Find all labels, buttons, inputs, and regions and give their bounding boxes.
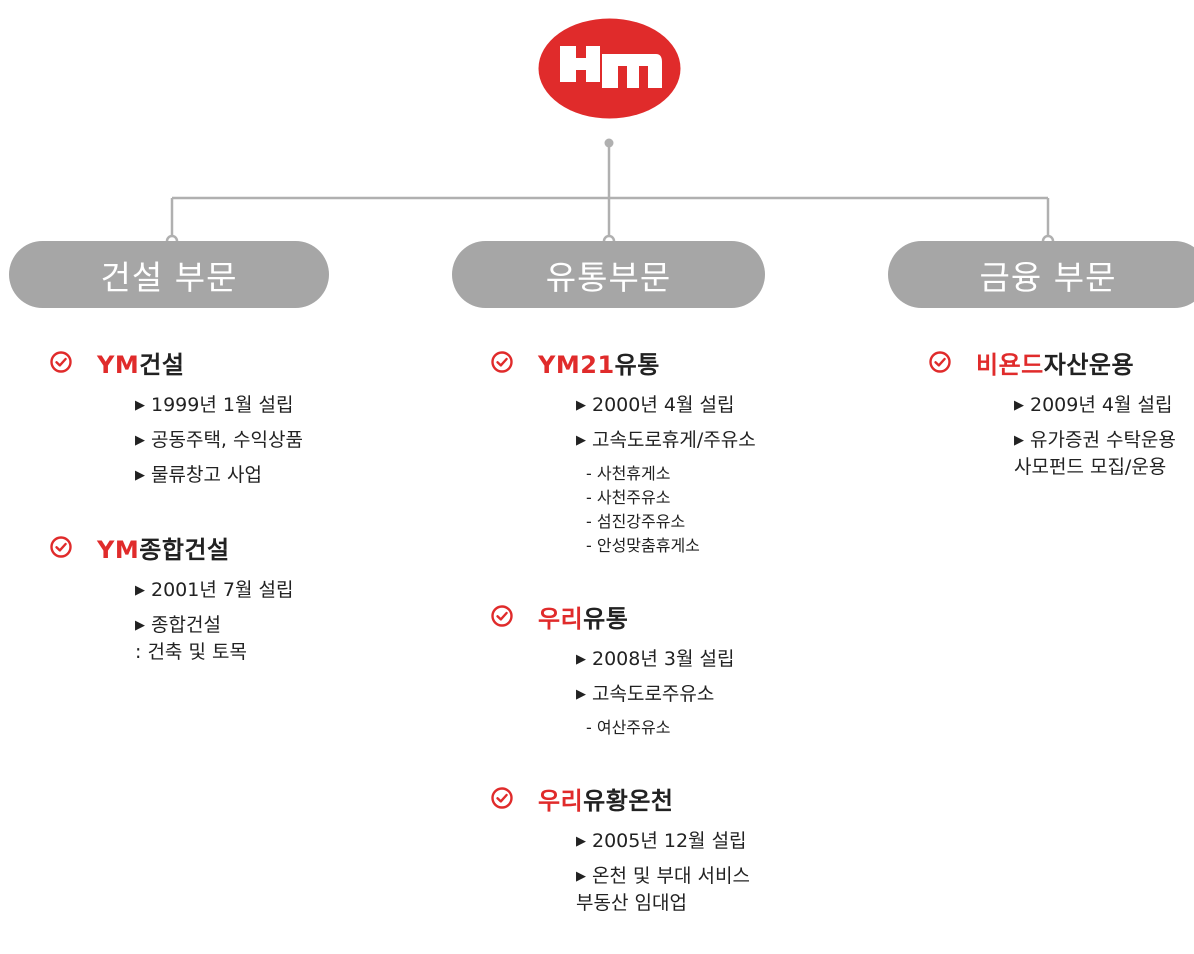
detail-item: ▶ 종합건설 : 건축 및 토목 [135, 612, 303, 665]
detail-item: ▶ 고속도로주유소 [576, 681, 756, 708]
company-header: 비욘드자산운용 [928, 342, 1176, 382]
division-construction: 건설 부문 [9, 241, 329, 308]
detail-continuation: 사모펀드 모집/운용 [1014, 456, 1167, 478]
company-header: 우리유황온천 [490, 778, 756, 818]
connector-node-top [604, 138, 614, 148]
company-block: 우리유통 ▶ 2008년 3월 설립 ▶ 고속도로주유소 - 여산주유소 [490, 596, 756, 740]
sub-item: - 여산주유소 [586, 718, 671, 737]
detail-continuation: 부동산 임대업 [576, 892, 687, 914]
company-name-accent: 우리 [538, 786, 584, 815]
company-name: YM21유통 [538, 345, 660, 380]
detail-item: ▶ 물류창고 사업 [135, 462, 303, 489]
detail-item: ▶ 2008년 3월 설립 [576, 646, 756, 673]
triangle-bullet-icon: ▶ [135, 433, 145, 448]
company-name-rest: 유통 [583, 604, 629, 633]
check-circle-icon [490, 350, 514, 374]
triangle-bullet-icon: ▶ [135, 398, 145, 413]
triangle-bullet-icon: ▶ [576, 834, 586, 849]
detail-text: 유가증권 수탁운용 [1030, 429, 1176, 451]
division-distribution: 유통부문 [452, 241, 765, 308]
ym-logo [538, 18, 681, 119]
company-name-rest: 유황온천 [583, 786, 674, 815]
triangle-bullet-icon: ▶ [576, 398, 586, 413]
company-header: YM건설 [49, 342, 303, 382]
check-circle-icon [49, 350, 73, 374]
column-distribution: YM21유통▶2000년 4월 설립▶고속도로휴게/주유소- 사천휴게소- 사천… [490, 342, 756, 954]
detail-item: ▶ 2009년 4월 설립 [1014, 392, 1176, 419]
detail-text: 2008년 3월 설립 [592, 648, 735, 670]
detail-text: 물류창고 사업 [151, 464, 262, 486]
triangle-bullet-icon: ▶ [1014, 433, 1024, 448]
detail-text: 2005년 12월 설립 [592, 830, 747, 852]
detail-item: ▶ 2000년 4월 설립 [576, 392, 756, 419]
triangle-bullet-icon: ▶ [135, 618, 145, 633]
detail-item: ▶ 2001년 7월 설립 [135, 577, 303, 604]
check-circle-icon [490, 786, 514, 810]
company-header: YM종합건설 [49, 527, 303, 567]
company-details: ▶ 2000년 4월 설립 ▶ 고속도로휴게/주유소 - 사천휴게소 - 사천주유소 - 섬… [576, 392, 756, 558]
company-details: ▶ 1999년 1월 설립 ▶ 공동주택, 수익상품 ▶ 물류창고 사업 [135, 392, 303, 489]
detail-text: 종합건설 [151, 614, 221, 636]
company-name: YM건설 [97, 345, 184, 380]
sub-item: - 사천주유소 [586, 488, 671, 507]
sub-item: - 섬진강주유소 [586, 512, 686, 531]
detail-text: 온천 및 부대 서비스 [592, 865, 750, 887]
triangle-bullet-icon: ▶ [576, 652, 586, 667]
sub-item: - 안성맞춤휴게소 [586, 536, 700, 555]
detail-text: 2001년 7월 설립 [151, 579, 294, 601]
detail-text: 2009년 4월 설립 [1030, 394, 1173, 416]
detail-text: 1999년 1월 설립 [151, 394, 294, 416]
detail-text: 공동주택, 수익상품 [151, 429, 303, 451]
detail-continuation: : 건축 및 토목 [135, 641, 247, 663]
company-details: ▶ 2008년 3월 설립 ▶ 고속도로주유소 - 여산주유소 [576, 646, 756, 740]
detail-item: ▶ 2005년 12월 설립 [576, 828, 756, 855]
company-name-accent: 비욘드 [976, 350, 1044, 379]
check-circle-icon [490, 604, 514, 628]
company-name-accent: YM [97, 535, 140, 564]
company-header: YM21유통 [490, 342, 756, 382]
company-name-accent: 우리 [538, 604, 584, 633]
triangle-bullet-icon: ▶ [576, 687, 586, 702]
company-name-rest: 종합건설 [139, 535, 230, 564]
company-name-accent: YM21 [538, 350, 615, 379]
company-details: ▶ 2001년 7월 설립 ▶ 종합건설 : 건축 및 토목 [135, 577, 303, 665]
triangle-bullet-icon: ▶ [576, 433, 586, 448]
company-header: 우리유통 [490, 596, 756, 636]
triangle-bullet-icon: ▶ [1014, 398, 1024, 413]
triangle-bullet-icon: ▶ [576, 869, 586, 884]
detail-item: ▶ 공동주택, 수익상품 [135, 427, 303, 454]
company-name-rest: 자산운용 [1043, 350, 1135, 379]
detail-text: 2000년 4월 설립 [592, 394, 735, 416]
company-name: 우리유통 [538, 599, 628, 634]
check-circle-icon [928, 350, 952, 374]
company-block: YM건설 ▶ 1999년 1월 설립 ▶ 공동주택, 수익상품 ▶ 물류창고 사업 [49, 342, 303, 489]
sub-item: - 사천휴게소 [586, 464, 671, 483]
company-name: YM종합건설 [97, 530, 230, 565]
company-block: YM21유통 ▶ 2000년 4월 설립 ▶ 고속도로휴게/주유소 - 사천휴게소 - 사천… [490, 342, 756, 558]
company-name-rest: 유통 [614, 350, 660, 379]
company-name-rest: 건설 [139, 350, 185, 379]
triangle-bullet-icon: ▶ [135, 583, 145, 598]
company-name: 우리유황온천 [538, 781, 674, 816]
detail-item: ▶ 고속도로휴게/주유소 [576, 427, 756, 454]
check-circle-icon [49, 535, 73, 559]
division-finance: 금융 부문 [888, 241, 1194, 308]
company-name: 비욘드자산운용 [976, 345, 1134, 380]
company-block: YM종합건설▶2001년 7월 설립▶종합건설: 건축 및 토목 [49, 527, 303, 665]
detail-item: ▶ 1999년 1월 설립 [135, 392, 303, 419]
company-name-accent: YM [97, 350, 140, 379]
detail-text: 고속도로주유소 [592, 683, 715, 705]
triangle-bullet-icon: ▶ [135, 468, 145, 483]
detail-text: 고속도로휴게/주유소 [592, 429, 756, 451]
